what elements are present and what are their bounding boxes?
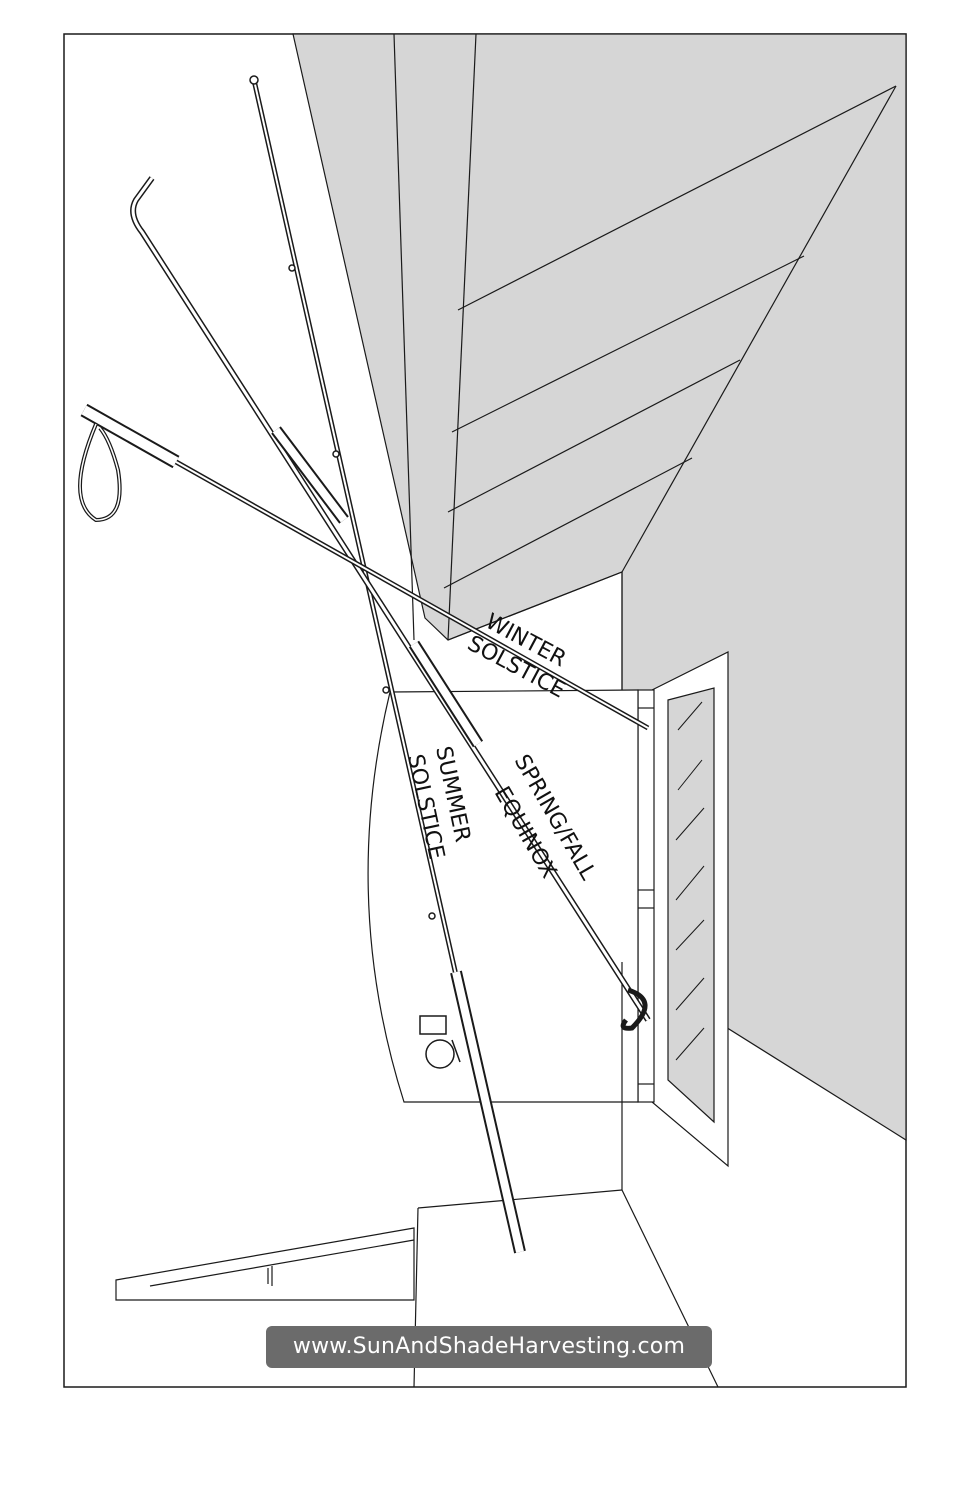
spring-fall-equinox-rod (130, 176, 651, 1031)
bed-step (115, 1227, 415, 1301)
window-sill-panel (637, 689, 655, 1103)
summer-solstice-rod (249, 75, 526, 1254)
winter-solstice-rod (78, 403, 650, 731)
cup-icon (419, 1015, 461, 1069)
watermark-text: www.SunAndShadeHarvesting.com (292, 1334, 686, 1359)
window (651, 651, 729, 1168)
window-glare-marks (675, 701, 705, 1061)
ceiling-rafters (393, 33, 897, 641)
watermark-banner: www.SunAndShadeHarvesting.com (266, 1326, 712, 1368)
sunlit-patch (367, 689, 639, 1103)
